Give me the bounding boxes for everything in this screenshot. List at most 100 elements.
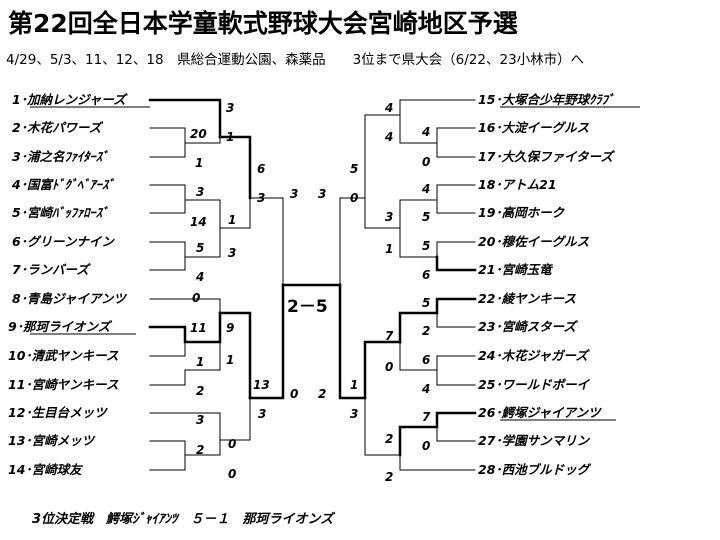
score-label: 1	[196, 355, 204, 369]
team-name: 19･高岡ホーク	[478, 205, 566, 220]
bracket-line	[399, 341, 476, 371]
bracket-line	[364, 397, 401, 456]
score-label: 3	[257, 191, 265, 205]
team-name: 8･青島ジャイアンツ	[12, 291, 127, 306]
team-name: 9･那珂ライオンズ	[8, 319, 113, 334]
team-name: 22･綾ヤンキース	[478, 291, 577, 306]
team-name: 20･穆佐イーグルス	[478, 234, 590, 249]
score-label: 14	[190, 215, 207, 229]
bracket-line	[218, 135, 252, 200]
schedule-subtitle: 4/29、5/3、11、12、18 県総合運動公園、森薬品 3位まで県大会（6/…	[6, 52, 585, 68]
score-label: 0	[350, 191, 358, 205]
score-label: 1	[226, 130, 234, 144]
bracket-line	[149, 298, 221, 314]
score-label: 3	[290, 187, 298, 201]
bracket-line	[149, 142, 186, 158]
score-label: 3	[196, 413, 204, 427]
team-name: 7･ランバーズ	[12, 262, 91, 277]
third-place-result: 3位決定戦 鰐塚ｼﾞｬｲｱﾝﾂ ５－１ 那珂ライオンズ	[32, 512, 334, 527]
scores: 20 1 5 4 1 2 3 2 3 1 3 14 1 3 0 11 9 1 0…	[190, 101, 431, 484]
bracket-line	[436, 426, 476, 442]
team-name: 3･浦之名ﾌｧｲﾀｰｽﾞ	[12, 149, 108, 164]
score-label: 5	[422, 239, 430, 253]
bracket-line	[339, 197, 366, 286]
team-name: 26･鰐塚ジャイアンツ	[478, 405, 602, 420]
bracket-line	[364, 114, 401, 199]
team-name: 27･学園サンマリン	[478, 433, 591, 448]
team-name: 6･グリーンナイン	[12, 234, 115, 249]
bracket-line	[399, 114, 476, 144]
bracket-line	[363, 340, 402, 400]
score-label: 0	[290, 387, 298, 401]
score-label: 0	[228, 437, 236, 451]
score-label: 4	[195, 270, 204, 284]
team-name: 17･大久保ファイターズ	[478, 149, 616, 164]
score-label: 6	[257, 162, 265, 176]
bracket-line	[219, 397, 251, 441]
bracket-line	[436, 199, 476, 214]
score-label: 13	[253, 378, 270, 392]
team-name: 15･大塚合少年野球ｸﾗﾌﾞ	[478, 92, 614, 107]
team-name: 23･宮崎スターズ	[478, 319, 579, 334]
bracket-lines	[148, 98, 477, 471]
bracket-line	[149, 341, 186, 357]
bracket-line	[219, 197, 251, 229]
bracket-line	[149, 412, 221, 441]
left-team-list: 1･加納レンジャーズ 2･木花パワーズ 3･浦之名ﾌｧｲﾀｰｽﾞ 4･国富ﾄﾞｸ…	[8, 92, 128, 477]
bracket-line	[149, 227, 221, 258]
bracket-line	[149, 199, 221, 229]
page-title: 第22回全日本学童軟式野球大会宮崎地区予選	[8, 9, 518, 38]
team-name: 25･ワールドボーイ	[478, 377, 591, 392]
bracket-line	[249, 197, 284, 286]
team-name: 21･宮崎玉竜	[478, 262, 554, 277]
score-label: 4	[384, 101, 393, 115]
score-label: 0	[422, 439, 430, 453]
bracket-line	[399, 454, 476, 471]
team-name: 28･西池ブルドッグ	[478, 462, 592, 477]
score-label: 3	[226, 101, 234, 115]
team-name: 13･宮崎メッツ	[8, 433, 96, 448]
team-name: 10･清武ヤンキース	[8, 348, 119, 363]
bracket-line	[149, 256, 186, 271]
score-label: 3	[318, 187, 326, 201]
score-label: 5	[196, 241, 204, 255]
score-label: 0	[385, 360, 393, 374]
bracket-line	[364, 197, 401, 229]
score-label: 2	[385, 432, 393, 446]
team-name: 24･木花ジャガーズ	[478, 348, 590, 363]
score-label: 1	[228, 213, 236, 227]
bracket-line	[248, 283, 285, 400]
final-score: 2－5	[287, 297, 328, 317]
score-label: 0	[422, 155, 430, 169]
right-team-list: 15･大塚合少年野球ｸﾗﾌﾞ 16･大淀イーグルス 17･大久保ファイターズ 1…	[478, 92, 616, 477]
bracket-line	[148, 98, 222, 139]
score-label: 6	[422, 268, 430, 282]
score-label: 1	[385, 242, 393, 256]
team-name: 12･生目台メッツ	[8, 405, 108, 420]
team-name: 2･木花パワーズ	[12, 120, 104, 135]
winner-underlines	[30, 106, 640, 421]
bracket-line	[338, 283, 367, 400]
score-label: 5	[350, 162, 358, 176]
score-label: 3	[196, 185, 204, 199]
bracket-line	[435, 255, 477, 272]
score-label: 2	[196, 384, 204, 398]
score-label: 3	[258, 407, 266, 421]
score-label: 11	[190, 321, 207, 335]
bracket-line	[436, 142, 476, 158]
score-label: 0	[228, 467, 236, 481]
score-label: 9	[226, 321, 234, 335]
team-name: 1･加納レンジャーズ	[12, 92, 128, 107]
score-label: 2	[422, 324, 430, 338]
score-label: 2	[318, 387, 326, 401]
team-name: 5･宮崎ﾊﾞｯﾌｧﾛｰｽﾞ	[12, 205, 108, 220]
score-label: 2	[196, 443, 204, 457]
bracket-line	[149, 439, 221, 456]
score-label: 7	[422, 410, 431, 424]
bracket-line	[149, 369, 221, 386]
team-name: 14･宮崎球友	[8, 462, 84, 477]
team-name: 4･国富ﾄﾞｸﾞﾍﾞｱｰｽﾞ	[11, 177, 114, 192]
score-label: 1	[195, 156, 203, 170]
score-label: 1	[226, 353, 234, 367]
